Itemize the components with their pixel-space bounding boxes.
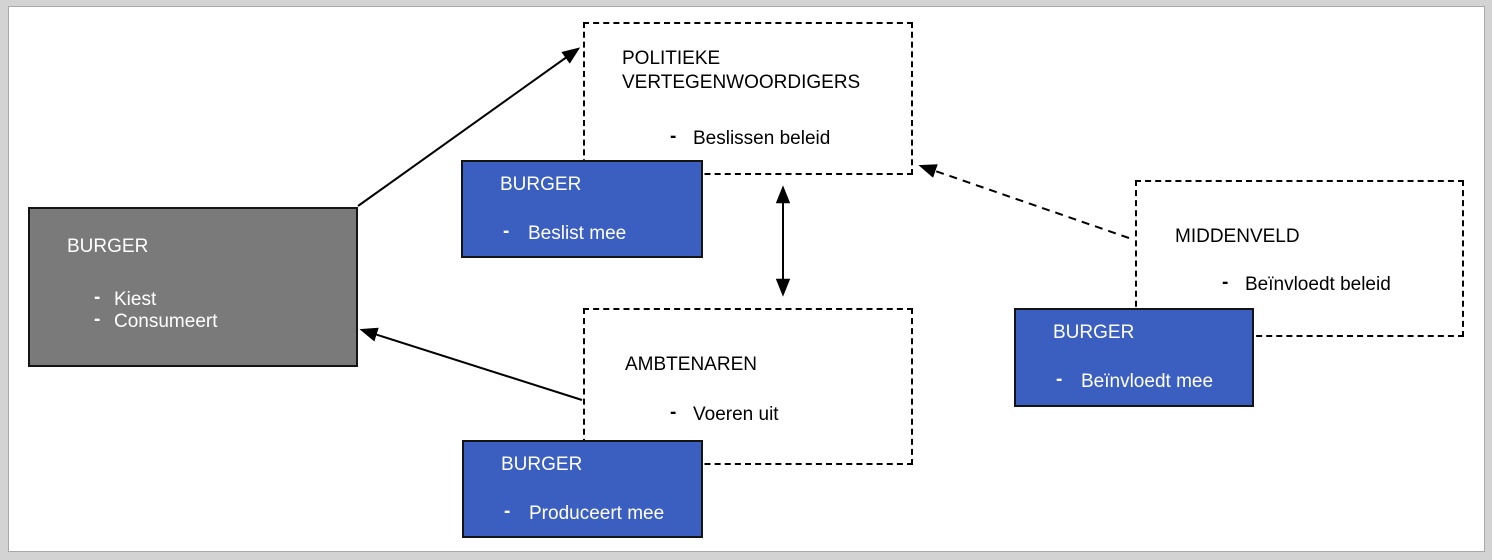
list-item: - Beïnvloedt mee: [1056, 369, 1214, 393]
list-item: - Voeren uit: [670, 402, 779, 426]
civil-society-title: MIDDENVELD: [1175, 226, 1300, 247]
civil-society-box: MIDDENVELD - Beïnvloedt beleid: [1135, 180, 1464, 337]
bullet-text: Beïnvloedt beleid: [1245, 274, 1391, 295]
citizen-in-administration-title: BURGER: [501, 454, 583, 475]
citizen-box-title: BURGER: [67, 236, 149, 257]
civil-servants-list: - Voeren uit: [670, 402, 779, 426]
citizen-in-civil-society-title: BURGER: [1053, 322, 1135, 343]
civil-servants-box: AMBTENAREN - Voeren uit: [583, 308, 913, 465]
list-item: - Produceert mee: [504, 501, 665, 525]
citizen-box-list: - Kiest - Consumeert: [94, 287, 218, 333]
list-item: - Beslissen beleid: [670, 126, 831, 150]
citizen-in-civil-society-list: - Beïnvloedt mee: [1056, 369, 1214, 393]
bullet-dash: -: [94, 309, 101, 330]
civil-servants-title: AMBTENAREN: [625, 354, 757, 375]
bullet-text: Consumeert: [114, 311, 218, 332]
political-representatives-box: POLITIEKE VERTEGENWOORDIGERS - Beslissen…: [583, 22, 913, 175]
political-representatives-list: - Beslissen beleid: [670, 126, 831, 150]
civil-society-list: - Beïnvloedt beleid: [1222, 272, 1391, 296]
bullet-dash: -: [94, 287, 101, 308]
bullet-text: Kiest: [114, 289, 157, 310]
citizen-in-politics-box: BURGER - Beslist mee: [461, 160, 703, 258]
bullet-text: Beslist mee: [528, 223, 627, 244]
list-item: - Kiest: [94, 287, 218, 311]
bullet-dash: -: [504, 501, 511, 522]
citizen-in-politics-list: - Beslist mee: [503, 221, 627, 245]
list-item: - Beïnvloedt beleid: [1222, 272, 1391, 296]
list-item: - Consumeert: [94, 309, 218, 333]
citizen-in-civil-society-box: BURGER - Beïnvloedt mee: [1014, 308, 1254, 407]
bullet-text: Beslissen beleid: [693, 128, 831, 149]
bullet-dash: -: [670, 402, 677, 423]
bullet-text: Produceert mee: [529, 503, 665, 524]
bullet-dash: -: [1056, 369, 1063, 390]
bullet-dash: -: [1222, 272, 1229, 293]
bullet-dash: -: [503, 221, 510, 242]
bullet-text: Voeren uit: [693, 404, 779, 425]
bullet-text: Beïnvloedt mee: [1081, 371, 1214, 392]
citizen-in-administration-list: - Produceert mee: [504, 501, 665, 525]
citizen-in-administration-box: BURGER - Produceert mee: [462, 440, 703, 538]
list-item: - Beslist mee: [503, 221, 627, 245]
citizen-in-politics-title: BURGER: [500, 174, 582, 195]
political-representatives-title: POLITIEKE VERTEGENWOORDIGERS: [622, 48, 861, 93]
bullet-dash: -: [670, 126, 677, 147]
citizen-box: BURGER - Kiest - Consumeert: [28, 207, 358, 367]
